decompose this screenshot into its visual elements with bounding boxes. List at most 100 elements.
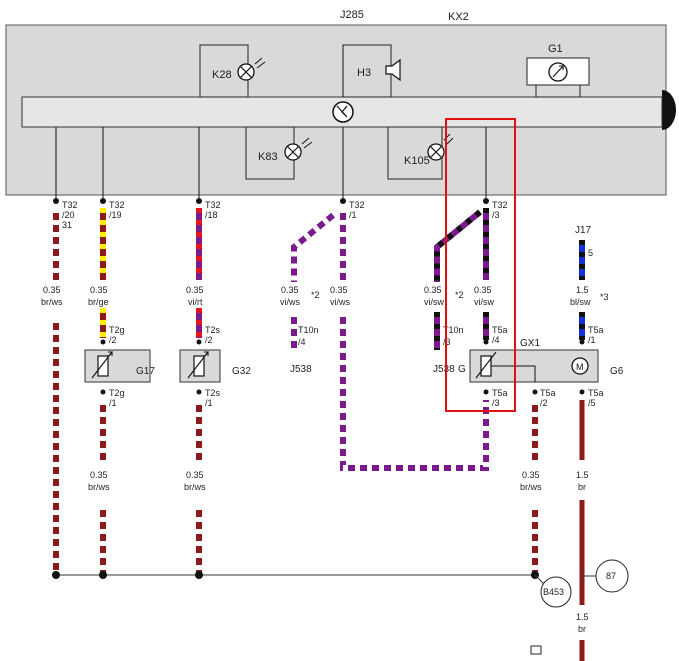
t2g-top-b: /2	[109, 335, 117, 345]
wire-w5-color: vi/ws	[330, 297, 350, 307]
gx1-label: GX1	[520, 338, 540, 349]
conn-c1-c: 31	[62, 220, 72, 230]
wire-w10-color: br/ws	[184, 482, 206, 492]
wire-col4-loop	[340, 312, 489, 471]
g17-box	[84, 349, 151, 383]
wire-w2-color: br/ge	[88, 297, 109, 307]
wire-w9-color: br/ws	[88, 482, 110, 492]
highlight-box	[445, 118, 516, 412]
component-pins	[100, 339, 585, 395]
t5a-5-a: T5a	[588, 388, 604, 398]
g-small-label: G	[458, 364, 466, 375]
t5a-v4-a: T5a	[492, 325, 508, 335]
lamp-icon	[237, 57, 266, 81]
g1-base	[535, 84, 581, 98]
gauge-icon	[548, 62, 568, 82]
t2g-top-a: T2g	[109, 325, 125, 335]
wire-w9-size: 0.35	[90, 470, 108, 480]
wire-w1-size: 0.35	[43, 285, 61, 295]
t5a-5-b: /5	[588, 398, 596, 408]
g17-label: G17	[136, 366, 155, 377]
speaker-icon	[385, 58, 401, 82]
t2s-top-b: /2	[205, 335, 213, 345]
panel-edge-half-circle	[662, 90, 676, 130]
g1-label: G1	[548, 43, 563, 55]
wire-w4-size: 0.35	[281, 285, 299, 295]
wire-w3-color: vi/rt	[188, 297, 203, 307]
conn-c3-a: T32	[205, 200, 221, 210]
wire-col4-diag	[291, 209, 339, 282]
j538-label-a: J538	[290, 364, 312, 375]
wire-col4-diag-dash	[291, 209, 339, 282]
wire-w13-size: 1.5	[576, 612, 589, 622]
b453-label: B453	[543, 587, 564, 597]
kx2-label: KX2	[448, 11, 469, 23]
t10n-a2: /4	[298, 337, 306, 347]
j538-label-b: J538	[433, 364, 455, 375]
note-2b: *2	[455, 290, 464, 300]
t2g-bot-b: /1	[109, 398, 117, 408]
k28-label: K28	[212, 69, 232, 81]
conn-c3-b: /18	[205, 210, 218, 220]
t5a-2-b: /2	[540, 398, 548, 408]
t5a-v1-b: /1	[588, 335, 596, 345]
conn-c2-b: /19	[109, 210, 122, 220]
t5a-3-b: /3	[492, 398, 500, 408]
wire-w6-color: vi/sw	[424, 297, 445, 307]
wire-w8-size: 1.5	[576, 285, 589, 295]
wire-w2-size: 0.35	[90, 285, 108, 295]
note-3: *3	[600, 292, 609, 302]
j17-pin: 5	[588, 248, 593, 258]
wire-w7-color: vi/sw	[474, 297, 495, 307]
g6-label: G6	[610, 366, 624, 377]
wire-w12-size: 1.5	[576, 470, 589, 480]
t5a-3-a: T5a	[492, 388, 508, 398]
j285-label: J285	[340, 9, 364, 21]
wire-w11-size: 0.35	[522, 470, 540, 480]
wire-col4-loop-dash	[340, 312, 489, 471]
wire-w7-size: 0.35	[474, 285, 492, 295]
conn-c2-a: T32	[109, 200, 125, 210]
b453-circle	[540, 576, 572, 608]
wire-w13-color: br	[578, 624, 586, 634]
svg-text:M: M	[576, 362, 584, 372]
wire-w1-color: br/ws	[41, 297, 63, 307]
resistor-icon	[91, 351, 114, 379]
wire-col5-diag-dash	[434, 209, 482, 282]
t2s-bot-a: T2s	[205, 388, 221, 398]
wire-col5-diag	[434, 209, 482, 282]
wire-w5-size: 0.35	[330, 285, 348, 295]
motor-icon: M	[571, 357, 589, 375]
t5a-2-a: T5a	[540, 388, 556, 398]
t10n-b1: T10n	[443, 325, 464, 335]
bus-center-symbol	[332, 101, 354, 123]
wire-w8-color: bl/sw	[570, 297, 591, 307]
ground87-label: 87	[606, 571, 616, 581]
conn-c5-a: T32	[492, 200, 508, 210]
j17-label: J17	[575, 225, 592, 236]
t2g-bot-a: T2g	[109, 388, 125, 398]
bottom-marker	[530, 645, 542, 655]
conn-c4-a: T32	[349, 200, 365, 210]
wire-w11-color: br/ws	[520, 482, 542, 492]
t5a-v1-a: T5a	[588, 325, 604, 335]
t5a-v4-b: /4	[492, 335, 500, 345]
internal-lines	[55, 45, 487, 198]
wire-w3-size: 0.35	[186, 285, 204, 295]
t10n-a1: T10n	[298, 325, 319, 335]
t2s-bot-b: /1	[205, 398, 213, 408]
g32-label: G32	[232, 366, 251, 377]
conn-c1-a: T32	[62, 200, 78, 210]
conn-c5-b: /3	[492, 210, 500, 220]
conn-c4-b: /1	[349, 210, 357, 220]
lamp-icon	[284, 137, 313, 161]
note-2a: *2	[311, 290, 320, 300]
gx1-internal-line	[491, 365, 536, 382]
wire-w12-color: br	[578, 482, 586, 492]
wire-w6-size: 0.35	[424, 285, 442, 295]
k83-label: K83	[258, 151, 278, 163]
h3-label: H3	[357, 67, 371, 79]
t2s-top-a: T2s	[205, 325, 221, 335]
wire-w10-size: 0.35	[186, 470, 204, 480]
